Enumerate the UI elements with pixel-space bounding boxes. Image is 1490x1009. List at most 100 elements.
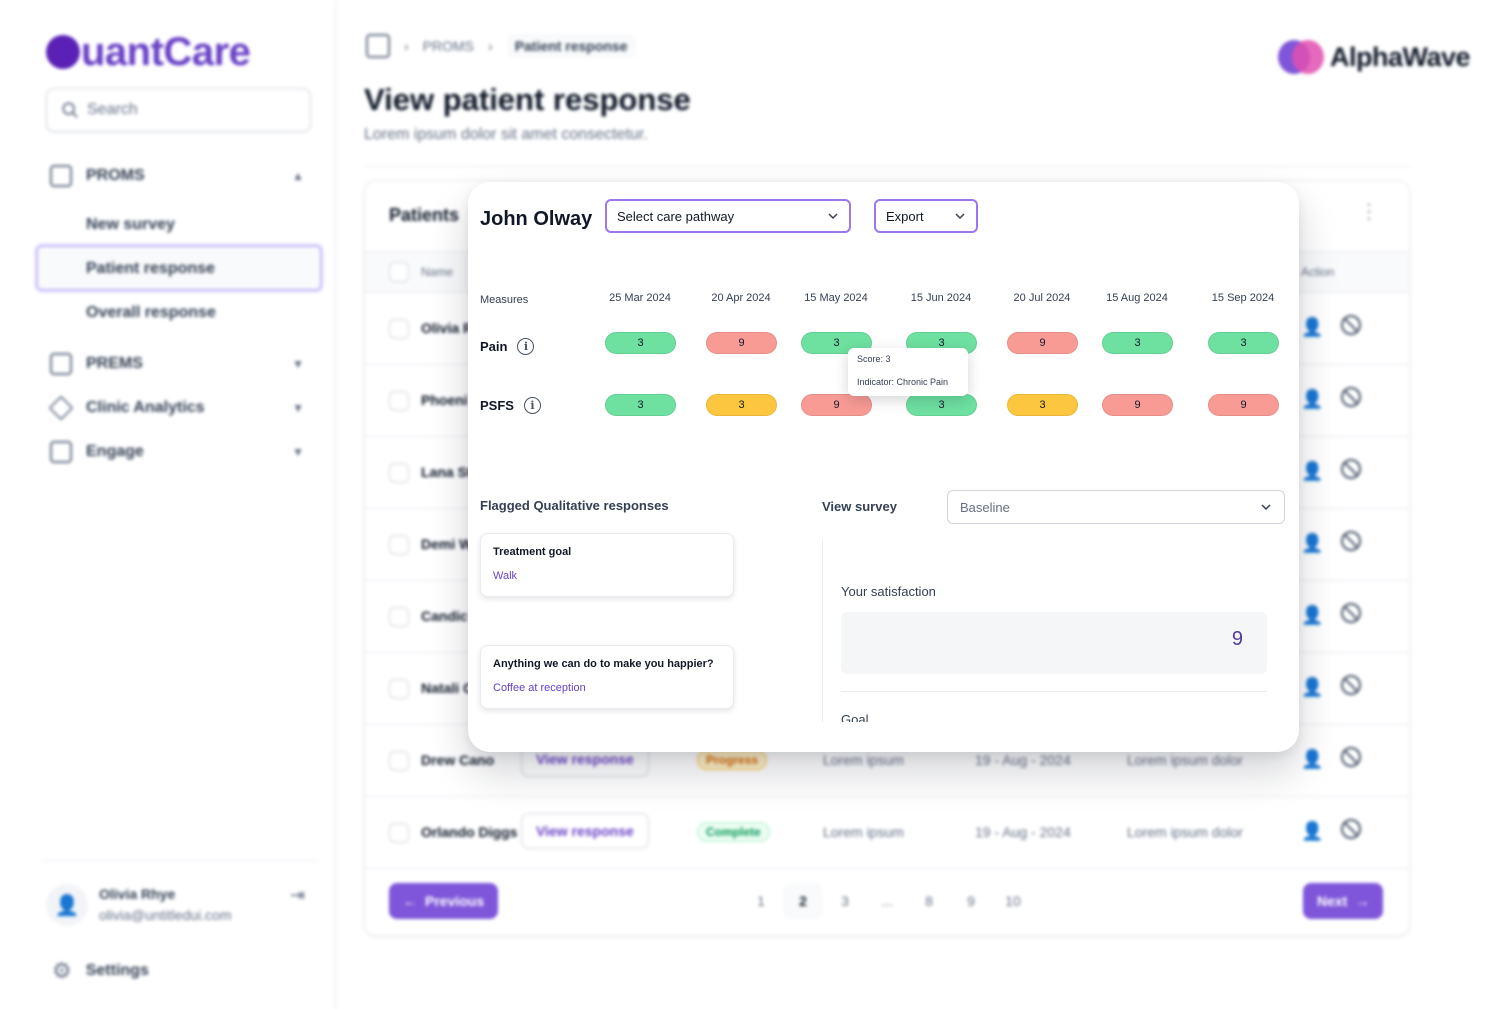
copy-icon: [50, 441, 72, 463]
row-checkbox[interactable]: [389, 535, 409, 555]
table-cell: Lorem ipsum: [823, 824, 904, 840]
nav-new-survey[interactable]: New survey: [86, 216, 175, 233]
info-icon[interactable]: i: [517, 338, 535, 355]
block-icon[interactable]: [1341, 675, 1361, 695]
sidebar: uantCare Search PROMS▲ New survey Patien…: [0, 0, 336, 1009]
logo-q-icon: [46, 35, 80, 69]
chevron-down-icon: ▼: [292, 357, 304, 371]
chart-icon: [50, 165, 72, 187]
score-pill[interactable]: 9: [1007, 332, 1078, 354]
view-survey-select[interactable]: Baseline: [947, 490, 1285, 524]
user-icon[interactable]: 👤: [1301, 821, 1324, 841]
chart-icon[interactable]: [366, 34, 390, 58]
score-pill[interactable]: 9: [1208, 394, 1279, 416]
next-button[interactable]: Next→: [1303, 883, 1384, 919]
patient-name-cell: Demi W: [421, 536, 473, 552]
row-checkbox[interactable]: [389, 607, 409, 627]
score-pill[interactable]: 3: [1007, 394, 1078, 416]
user-icon[interactable]: 👤: [1301, 533, 1324, 553]
care-pathway-select[interactable]: Select care pathway: [605, 199, 851, 233]
header-divider: [364, 166, 1410, 167]
view-survey-label: View survey: [822, 499, 897, 514]
nav-proms[interactable]: PROMS▲: [50, 156, 312, 196]
score-pill[interactable]: 9: [801, 394, 872, 416]
search-icon: [62, 102, 78, 118]
nav-settings[interactable]: ⚙Settings: [52, 958, 149, 983]
patient-name-cell: Phoeni: [421, 392, 468, 408]
score-pill[interactable]: 9: [706, 332, 777, 354]
row-checkbox[interactable]: [389, 319, 409, 339]
view-response-button[interactable]: View response: [521, 813, 649, 849]
user-icon[interactable]: 👤: [1301, 749, 1324, 769]
app-logo: uantCare: [46, 30, 251, 75]
chevron-down-icon: ▼: [292, 445, 304, 459]
page-number[interactable]: 10: [1005, 893, 1021, 909]
score-pill[interactable]: 3: [706, 394, 777, 416]
user-icon[interactable]: 👤: [1301, 461, 1324, 481]
avatar[interactable]: 👤: [46, 884, 88, 926]
export-select[interactable]: Export: [874, 199, 978, 233]
block-icon[interactable]: [1341, 819, 1361, 839]
block-icon[interactable]: [1341, 531, 1361, 551]
date-cell: 19 - Aug - 2024: [975, 752, 1071, 768]
page-number[interactable]: 2: [783, 883, 823, 919]
block-icon[interactable]: [1341, 603, 1361, 623]
block-icon[interactable]: [1341, 315, 1361, 335]
info-icon[interactable]: i: [523, 397, 541, 414]
score-pill[interactable]: 3: [1208, 332, 1279, 354]
patient-name: John Olway: [480, 208, 593, 230]
page-number[interactable]: 3: [841, 893, 849, 909]
goal-label: Goal: [841, 712, 869, 722]
date-column-header: 15 May 2024: [804, 292, 868, 304]
score-pill[interactable]: 3: [605, 332, 676, 354]
user-icon[interactable]: 👤: [1301, 605, 1324, 625]
date-column-header: 15 Sep 2024: [1211, 292, 1275, 304]
score-pill[interactable]: 3: [906, 394, 977, 416]
status-badge: Complete: [697, 822, 770, 842]
date-column-header: 25 Mar 2024: [609, 292, 671, 304]
row-checkbox[interactable]: [389, 463, 409, 483]
row-checkbox[interactable]: [389, 679, 409, 699]
page-number[interactable]: 8: [925, 893, 933, 909]
previous-button[interactable]: ←Previous: [389, 883, 499, 919]
block-icon[interactable]: [1341, 747, 1361, 767]
block-icon[interactable]: [1341, 387, 1361, 407]
nav-engage[interactable]: Engage▼: [50, 432, 312, 472]
page-number[interactable]: 1: [757, 893, 765, 909]
satisfaction-field[interactable]: 9: [841, 612, 1267, 674]
score-pill[interactable]: 3: [605, 394, 676, 416]
user-icon[interactable]: 👤: [1301, 389, 1324, 409]
chevron-down-icon: [955, 213, 965, 220]
breadcrumb: › PROMS › Patient response: [366, 34, 636, 58]
user-icon[interactable]: 👤: [1301, 317, 1324, 337]
page-subtitle: Lorem ipsum dolor sit amet consectetur.: [364, 126, 648, 143]
select-all-checkbox[interactable]: [389, 262, 409, 282]
alphawave-logo-icon: [1278, 38, 1324, 76]
satisfaction-value: 9: [1231, 628, 1243, 650]
row-checkbox[interactable]: [389, 751, 409, 771]
nav-clinic-analytics[interactable]: Clinic Analytics▼: [48, 388, 312, 428]
row-checkbox[interactable]: [389, 823, 409, 843]
nav-overall-response[interactable]: Overall response: [86, 304, 216, 321]
nav-prems[interactable]: PREMS▼: [50, 344, 312, 384]
user-icon[interactable]: 👤: [1301, 677, 1324, 697]
logout-icon[interactable]: ⇥: [290, 885, 306, 905]
survey-divider: [841, 691, 1267, 692]
more-vertical-icon[interactable]: ⋮: [1359, 201, 1379, 223]
patient-name-cell: Olivia R: [421, 320, 474, 336]
score-pill[interactable]: 9: [1102, 394, 1173, 416]
date-column-header: 20 Apr 2024: [711, 292, 771, 304]
score-pill[interactable]: 3: [1102, 332, 1173, 354]
breadcrumb-proms[interactable]: PROMS: [422, 38, 475, 54]
row-checkbox[interactable]: [389, 391, 409, 411]
table-cell: Lorem ipsum: [823, 752, 904, 768]
flagged-card[interactable]: Treatment goal Walk: [480, 533, 734, 597]
page-number[interactable]: 9: [967, 893, 975, 909]
flagged-card[interactable]: Anything we can do to make you happier? …: [480, 645, 734, 709]
brand-logo: AlphaWave: [1278, 38, 1471, 76]
nav-patient-response[interactable]: Patient response: [86, 260, 215, 277]
date-cell: 19 - Aug - 2024: [975, 824, 1071, 840]
search-input[interactable]: Search: [46, 88, 311, 132]
block-icon[interactable]: [1341, 459, 1361, 479]
